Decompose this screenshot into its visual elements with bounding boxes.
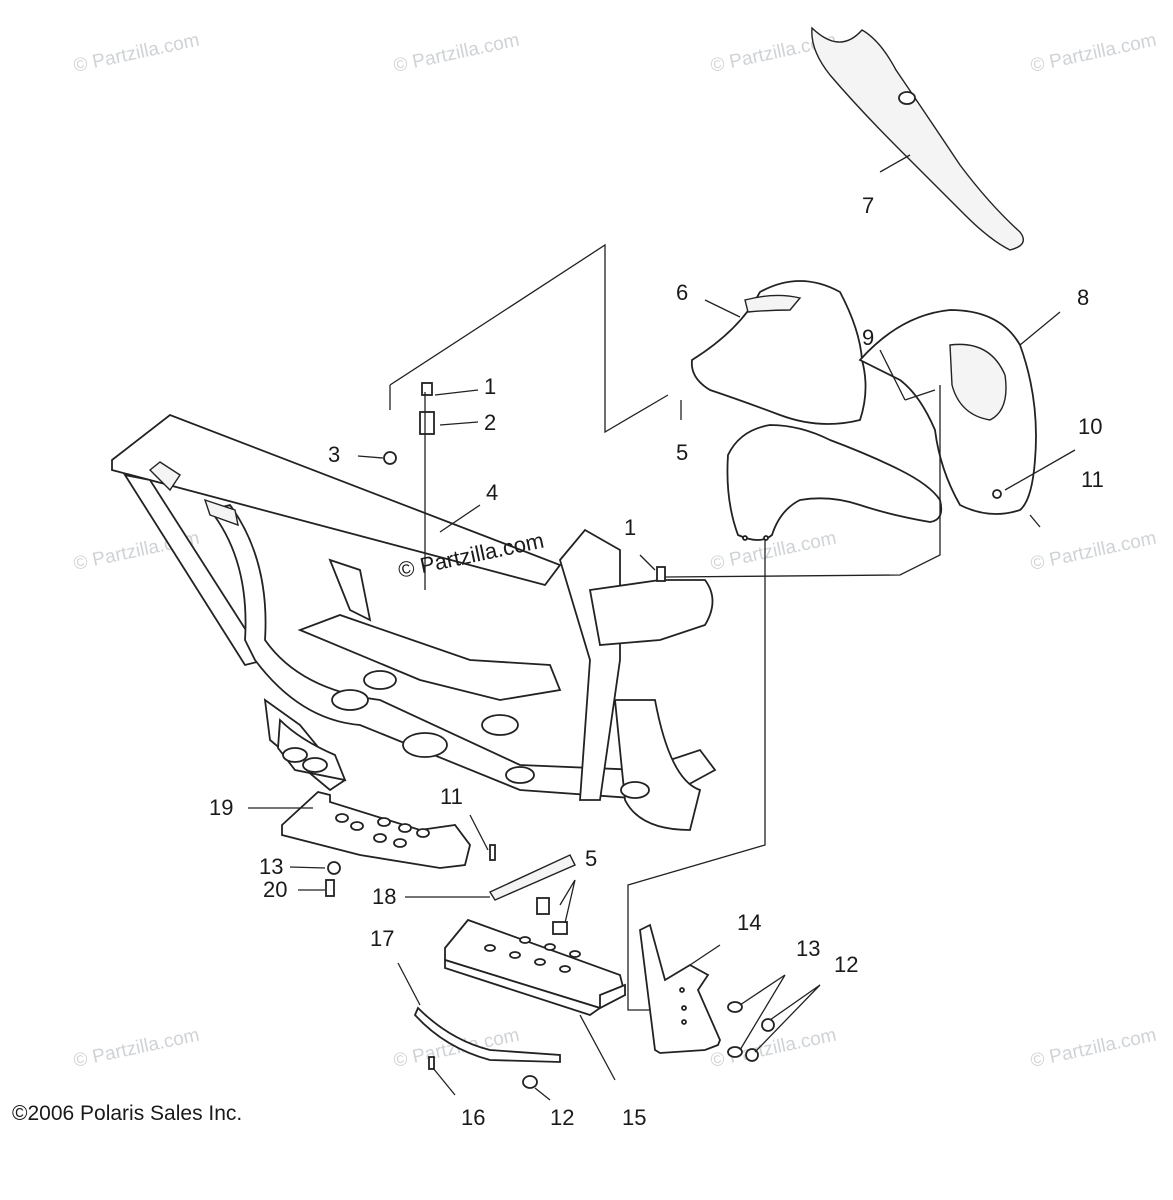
watermark: © Partzilla.com xyxy=(392,30,522,77)
hardware xyxy=(325,382,775,1089)
part-strip-17 xyxy=(413,1006,561,1063)
callout-label: 2 xyxy=(484,410,496,435)
callout-label: 15 xyxy=(622,1105,646,1130)
callout-label: 12 xyxy=(834,952,858,977)
callout-label: 18 xyxy=(372,884,396,909)
callout-label: 13 xyxy=(259,854,283,879)
callout-label: 6 xyxy=(676,280,688,305)
watermark: © Partzilla.com xyxy=(72,30,202,77)
callout-label: 11 xyxy=(1081,467,1104,492)
callout-label: 16 xyxy=(461,1105,485,1130)
copyright-notice: ©2006 Polaris Sales Inc. xyxy=(12,1102,243,1125)
callout-label: 19 xyxy=(209,795,233,820)
callout-label: 17 xyxy=(370,926,394,951)
callout-label: 1 xyxy=(484,374,496,399)
part-mud-flap-14 xyxy=(639,923,721,1054)
callout-label: 1 xyxy=(624,515,636,540)
callout-label: 20 xyxy=(263,877,287,902)
callout-label: 5 xyxy=(676,440,688,465)
watermark: © Partzilla.com xyxy=(709,528,839,575)
part-fender-lower xyxy=(726,424,943,541)
callout-label: 9 xyxy=(862,325,874,350)
part-cover-7 xyxy=(811,26,1024,251)
callout-label: 10 xyxy=(1078,414,1102,439)
part-fender-8 xyxy=(858,309,1037,515)
part-skid-plate-19 xyxy=(281,791,471,869)
callout-label: 3 xyxy=(328,442,340,467)
callout-label: 5 xyxy=(585,846,597,871)
part-frame-4 xyxy=(111,413,717,831)
part-footrest-15 xyxy=(444,897,627,1016)
callout-label: 7 xyxy=(862,193,874,218)
callouts: 1 2 3 4 5 6 7 8 9 10 11 1 19 11 5 13 20 … xyxy=(209,193,1104,1130)
watermark: © Partzilla.com xyxy=(709,1025,839,1072)
callout-label: 11 xyxy=(440,784,463,809)
watermark: © Partzilla.com xyxy=(1029,30,1159,77)
callout-label: 12 xyxy=(550,1105,574,1130)
callout-label: 4 xyxy=(486,480,498,505)
part-rear-fender-6 xyxy=(690,280,867,425)
watermark: © Partzilla.com xyxy=(72,1025,202,1072)
watermark: © Partzilla.com xyxy=(1029,528,1159,575)
part-strip-18 xyxy=(488,854,576,901)
watermark: © Partzilla.com xyxy=(392,1025,522,1072)
callout-label: 13 xyxy=(796,936,820,961)
watermark: © Partzilla.com xyxy=(1029,1025,1159,1072)
callout-label: 8 xyxy=(1077,285,1089,310)
leader-lines xyxy=(248,154,1076,1101)
callout-label: 14 xyxy=(737,910,761,935)
